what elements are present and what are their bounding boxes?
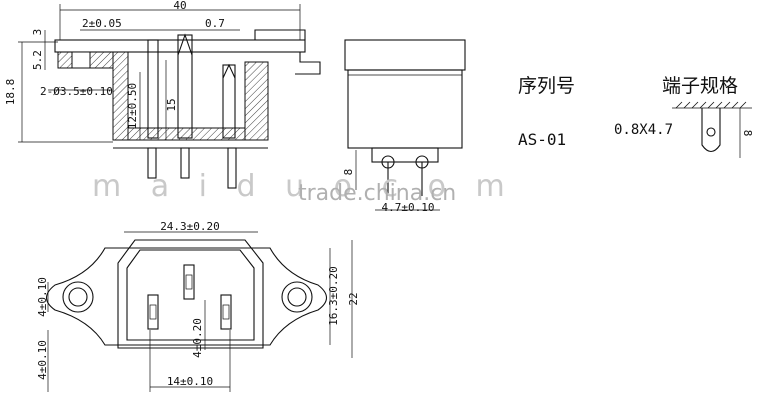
terminal-sketch: 8	[672, 101, 754, 158]
dim-inner-width: 24.3±0.20	[160, 220, 220, 233]
dim-left: 4±0.10	[36, 277, 49, 317]
dim-inner-height: 16.3±0.20	[327, 266, 340, 326]
dim-outer-height: 22	[347, 292, 360, 305]
front-view: 8 4.7±0.10	[342, 39, 466, 214]
dim-height: 18.8	[4, 79, 17, 106]
dim-hole: 2-Ø3.5±0.10	[40, 85, 113, 98]
terminal-dim: 8	[741, 130, 754, 137]
bottom-view: 24.3±0.20 16.3±0.20 22 4±0.20 4±0.10 4±0…	[36, 220, 360, 392]
model-code: AS-01	[518, 130, 566, 149]
col-serial: 序列号	[518, 75, 575, 97]
col-terminal: 端子规格	[662, 75, 738, 97]
dim-pitch: 4.7±0.10	[382, 201, 435, 214]
terminal-size: 0.8X4.7	[614, 122, 673, 138]
dim-pin-spacing: 14±0.10	[167, 375, 213, 388]
dim-offset: 2±0.05	[82, 17, 122, 30]
spec-table: 序列号 端子规格 AS-01 0.8X4.7 8	[518, 75, 754, 158]
dim-pin: 0.7	[205, 17, 225, 30]
side-section-view: 40 2±0.05 0.7 18.8	[4, 0, 321, 189]
watermark-main: m a i d u o c o m	[92, 169, 515, 204]
dim-pin-h: 15	[165, 98, 178, 111]
dim-pin-len: 12±0.50	[126, 83, 139, 129]
dim-flange: 5.2	[31, 50, 44, 70]
dim-top: 3	[31, 29, 44, 36]
dim-pin-offset: 4±0.20	[191, 318, 204, 358]
dim-bottom-left: 4±0.10	[36, 340, 49, 380]
watermark-site: trade.china.cn	[298, 181, 456, 206]
watermark: m a i d u o c o m trade.china.cn	[92, 169, 515, 206]
dim-side: 8	[342, 169, 355, 176]
dim-width: 40	[173, 0, 186, 12]
